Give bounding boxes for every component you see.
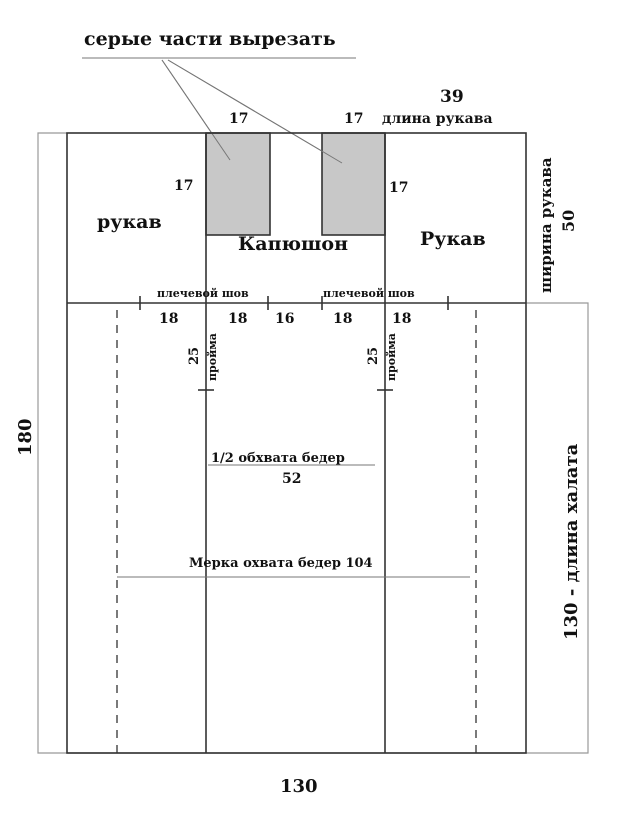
sleeve-width-value: 50 — [559, 210, 578, 232]
cut-part-right — [321, 132, 386, 236]
shoulder-seam-right-label: плечевой шов — [323, 287, 415, 300]
leader-overlay-left — [161, 59, 231, 161]
sleeve-width-label: ширина рукава — [537, 157, 555, 293]
total-width-label: 130 — [280, 776, 318, 797]
dim-seg-5: 18 — [392, 311, 411, 327]
armhole-right-depth: 25 — [366, 347, 381, 365]
shoulder-seam-left-label: плечевой шов — [157, 287, 249, 300]
cut-part-left — [205, 132, 271, 236]
dim-seg-4: 18 — [333, 311, 352, 327]
main-rectangle — [66, 132, 527, 754]
dim-cut-top-right: 17 — [344, 111, 363, 127]
hip-measure-label: Мерка охвата бедер 104 — [189, 556, 373, 571]
sleeve-left-label: рукав — [97, 211, 162, 233]
dim-seg-3: 16 — [275, 311, 294, 327]
half-hip-label: 1/2 обхвата бедер — [211, 451, 345, 466]
dim-cut-side-right: 17 — [389, 180, 408, 196]
hood-label: Капюшон — [238, 233, 348, 255]
armhole-right-label: пройма — [385, 333, 398, 381]
dim-cut-side-left: 17 — [174, 178, 193, 194]
total-height-label: 180 — [15, 418, 36, 456]
dim-seg-1: 18 — [159, 311, 178, 327]
dim-cut-top-left: 17 — [229, 111, 248, 127]
sleeve-length-value: 39 — [440, 87, 464, 107]
armhole-left-label: пройма — [206, 333, 219, 381]
sleeve-right-label: Рукав — [420, 228, 486, 250]
armhole-left-depth: 25 — [187, 347, 202, 365]
robe-length-label: 130 - длина халата — [561, 443, 582, 640]
sleeve-length-label: длина рукава — [382, 111, 493, 127]
callout-text: серые части вырезать — [84, 28, 336, 50]
leader-overlay-right — [167, 59, 343, 164]
half-hip-value: 52 — [282, 471, 301, 487]
dim-seg-2: 18 — [228, 311, 247, 327]
shoulder-ticks — [139, 296, 449, 391]
